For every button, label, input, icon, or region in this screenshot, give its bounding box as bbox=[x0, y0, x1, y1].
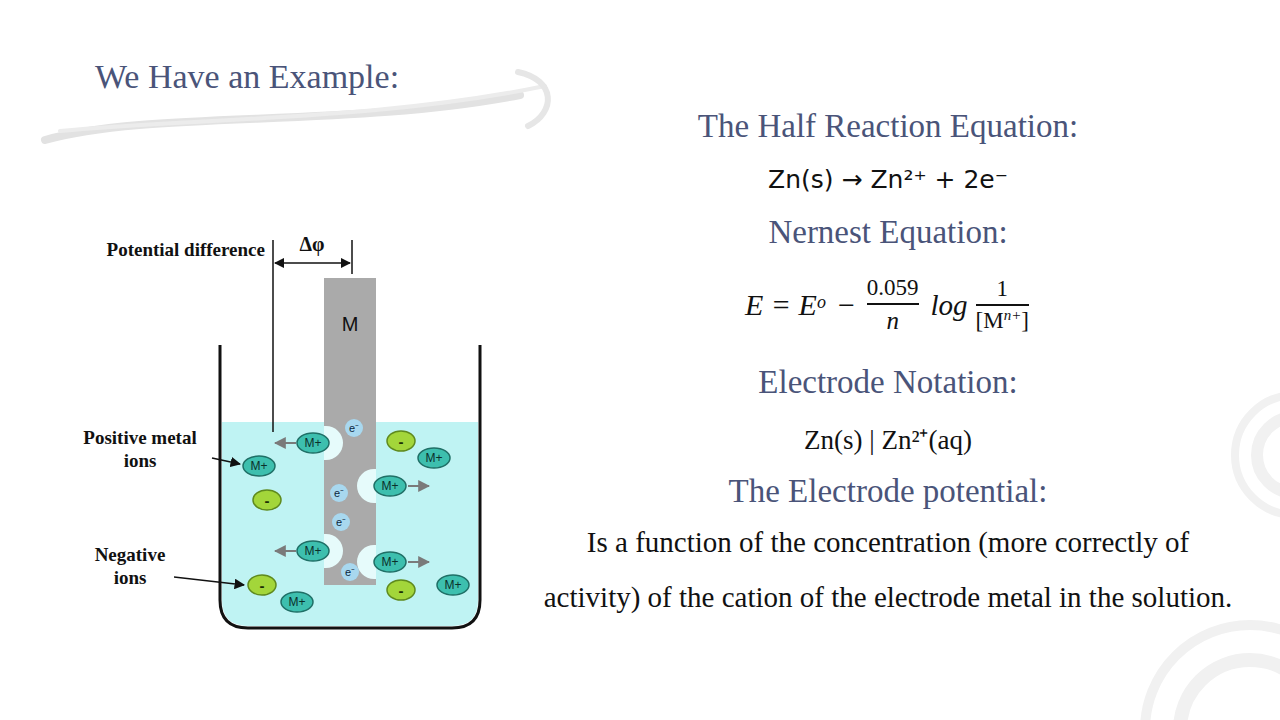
ion-symbol: M+ bbox=[288, 596, 305, 608]
ion-body bbox=[418, 448, 450, 468]
fraction-bar bbox=[867, 303, 919, 305]
section-heading: Electrode Notation: bbox=[758, 363, 1017, 403]
ion-motion-arrow bbox=[408, 485, 429, 487]
fraction-top: 1 bbox=[997, 276, 1009, 302]
ion-symbol: - bbox=[399, 434, 404, 449]
ion-body bbox=[297, 433, 329, 453]
superscript: n+ bbox=[1004, 307, 1022, 324]
ion-symbol: M+ bbox=[304, 545, 321, 557]
fraction-top: 0.059 bbox=[867, 275, 919, 301]
ring bbox=[1257, 417, 1280, 493]
metal-cation: M+ bbox=[436, 574, 470, 596]
ring bbox=[1235, 395, 1280, 515]
fraction-bottom: [Mn+] bbox=[976, 308, 1029, 334]
section-heading: The Electrode potential: bbox=[729, 472, 1048, 512]
numerator: 0.059 bbox=[867, 275, 919, 300]
ion-motion-arrow bbox=[408, 561, 429, 563]
fraction: 0.059 n bbox=[867, 275, 919, 335]
metal-cation: M+ bbox=[296, 432, 330, 454]
superscript: o bbox=[817, 292, 826, 313]
potential-label: Potential difference bbox=[75, 239, 265, 262]
fraction-bottom: n bbox=[886, 307, 899, 335]
ring bbox=[1180, 660, 1280, 720]
electron-symbol: e⁻ bbox=[345, 567, 355, 578]
swoosh-stroke bbox=[518, 72, 548, 126]
ion-symbol: - bbox=[265, 493, 270, 508]
ion-symbol: M+ bbox=[381, 556, 398, 568]
electrode-notation: Zn(s) | Zn²⁺(aq) bbox=[804, 424, 972, 456]
slide-title: We Have an Example: bbox=[95, 58, 399, 96]
ion-body bbox=[374, 552, 406, 572]
metal-electrode: e⁻ e⁻ e⁻ e⁻ M bbox=[324, 278, 376, 585]
denominator: n bbox=[886, 307, 899, 334]
ion-body bbox=[437, 575, 469, 595]
ion-symbol: M+ bbox=[381, 480, 398, 492]
numerator: 1 bbox=[997, 276, 1009, 301]
nernst-equation: E = Eo−0.059 n log 1 [Mn+] bbox=[745, 275, 1031, 335]
ion-body bbox=[243, 456, 275, 476]
metal-cation: M+ bbox=[417, 447, 451, 469]
ion-body bbox=[374, 476, 406, 496]
metal-cation: M+ bbox=[280, 591, 314, 613]
denominator: [M bbox=[976, 308, 1004, 334]
leader-arrow bbox=[212, 458, 240, 464]
metal-cation: M+ bbox=[373, 475, 407, 497]
fraction-bar bbox=[976, 304, 1029, 306]
section-heading: The Half Reaction Equation: bbox=[698, 107, 1078, 147]
definition-text: Is a function of the concentration (more… bbox=[538, 515, 1238, 625]
ring bbox=[1145, 625, 1280, 720]
negative-ion: - bbox=[386, 579, 416, 601]
electron-symbol: e⁻ bbox=[336, 517, 346, 528]
ion-body bbox=[253, 490, 281, 510]
dimension-arrow bbox=[275, 262, 350, 264]
dimension-line bbox=[272, 240, 274, 432]
negative-ion: - bbox=[252, 489, 282, 511]
electron-symbol: e⁻ bbox=[334, 488, 344, 499]
ion-symbol: - bbox=[260, 578, 265, 593]
ion-symbol: M+ bbox=[304, 437, 321, 449]
electron: e⁻ bbox=[341, 563, 359, 581]
metal-cation: M+ bbox=[242, 455, 276, 477]
negative-ion: - bbox=[386, 430, 416, 452]
dimension-line bbox=[351, 240, 353, 274]
callout-label: Negative ions bbox=[84, 544, 176, 590]
half-reaction-equation: Zn(s) → Zn²⁺ + 2e⁻ bbox=[768, 165, 1008, 195]
fraction: 1 [Mn+] bbox=[976, 276, 1029, 334]
metal-cation: M+ bbox=[373, 551, 407, 573]
section-heading: Nernest Equation: bbox=[768, 213, 1007, 253]
ion-symbol: M+ bbox=[425, 452, 442, 464]
denominator: ] bbox=[1021, 308, 1029, 334]
equation-group: E = Eo− bbox=[745, 288, 865, 322]
electron: e⁻ bbox=[330, 484, 348, 502]
ion-symbol: - bbox=[399, 583, 404, 598]
ion-motion-arrow bbox=[275, 550, 296, 552]
dissolution-pit bbox=[357, 469, 376, 503]
electron: e⁻ bbox=[332, 513, 350, 531]
electron-symbol: e⁻ bbox=[349, 423, 359, 434]
callout-label: Positive metal ions bbox=[68, 427, 213, 473]
ion-motion-arrow bbox=[275, 442, 296, 444]
ion-body bbox=[281, 592, 313, 612]
potential-symbol: Δφ bbox=[299, 232, 324, 256]
leader-arrow bbox=[174, 577, 244, 585]
equation-term: log bbox=[931, 289, 968, 321]
electron: e⁻ bbox=[345, 419, 363, 437]
ion-symbol: M+ bbox=[250, 460, 267, 472]
ion-body bbox=[387, 580, 415, 600]
equation-term: E = E bbox=[745, 288, 817, 322]
dissolution-pit bbox=[357, 545, 376, 579]
negative-ion: - bbox=[247, 574, 277, 596]
equation-group: log bbox=[921, 289, 974, 322]
ion-body bbox=[387, 431, 415, 451]
operator: − bbox=[838, 288, 855, 322]
electrode-label: M bbox=[342, 314, 359, 334]
metal-cation: M+ bbox=[296, 540, 330, 562]
ion-symbol: M+ bbox=[444, 579, 461, 591]
ion-body bbox=[297, 541, 329, 561]
ion-body bbox=[248, 575, 276, 595]
